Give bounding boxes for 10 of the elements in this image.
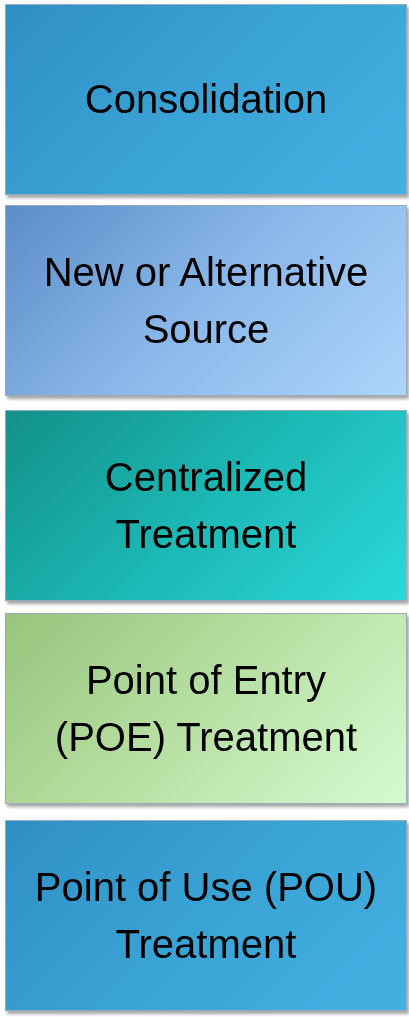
box-label: Centralized Treatment: [103, 453, 309, 558]
box-label: Point of Use (POU) Treatment: [33, 863, 379, 968]
process-box: [5, 613, 407, 804]
box-label: Point of Entry (POE) Treatment: [53, 656, 359, 761]
process-box: [5, 820, 407, 1011]
process-box: [5, 205, 407, 396]
process-box: [5, 4, 407, 195]
box-label: Consolidation: [83, 76, 329, 123]
process-box: [5, 410, 407, 601]
box-label: New or Alternative Source: [42, 248, 370, 353]
